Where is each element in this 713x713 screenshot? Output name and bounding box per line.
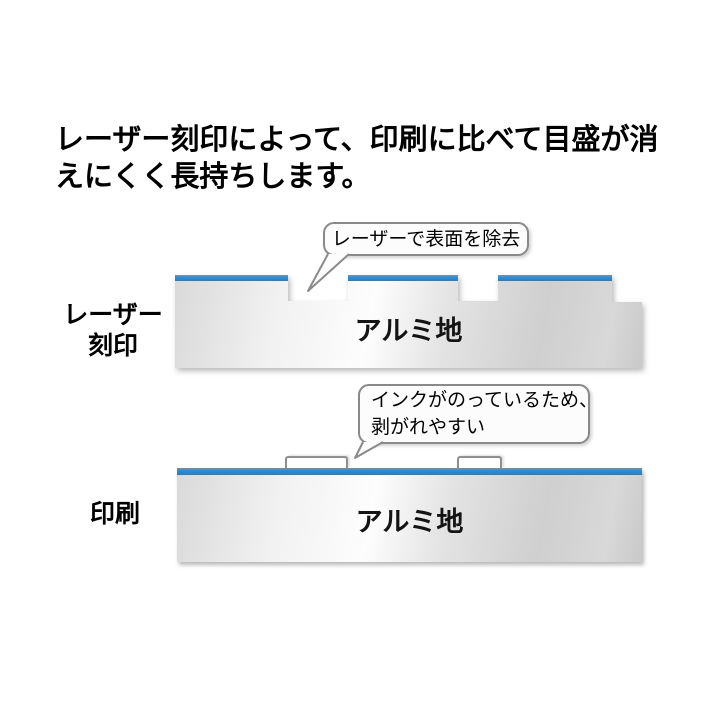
page-title: レーザー刻印によって、印刷に比べて目盛が消 えにくく長持ちします。 <box>55 122 685 196</box>
printing-label-text: 印刷 <box>89 500 140 528</box>
laser-mark-surface-3 <box>498 275 612 281</box>
ink-bump-1 <box>285 456 348 468</box>
laser-engraving-label-line-1: レーザー <box>63 301 163 329</box>
print-callout-line-1: インクがのっているため、 <box>371 390 599 411</box>
page-title-line-2: えにくく長持ちします。 <box>55 161 371 193</box>
laser-callout-tail <box>307 253 350 292</box>
laser-callout-bubble: レーザーで表面を除去 <box>323 222 529 256</box>
print-callout-bubble: インクがのっているため、 剥がれやすい <box>358 384 599 444</box>
printed-surface-strip <box>177 468 642 475</box>
printed-aluminum-block: アルミ地 <box>177 456 642 562</box>
laser-block-shape: アルミ地 <box>175 275 642 368</box>
ink-bump-2 <box>457 456 502 468</box>
laser-mark-surface-2 <box>348 275 458 281</box>
print-callout-line-2: 剥がれやすい <box>371 417 486 438</box>
laser-engraved-aluminum-block: アルミ地 <box>175 275 642 368</box>
laser-engraving-label: レーザー 刻印 <box>51 300 175 362</box>
laser-block-material-label: アルミ地 <box>354 316 463 346</box>
page-title-line-1: レーザー刻印によって、印刷に比べて目盛が消 <box>55 124 659 156</box>
laser-callout-text: レーザーで表面を除去 <box>331 228 521 250</box>
print-callout-tail <box>354 441 384 459</box>
laser-mark-surface-1 <box>175 275 288 281</box>
laser-engraving-label-line-2: 刻印 <box>87 332 138 360</box>
printed-block-material-label: アルミ地 <box>355 507 464 537</box>
printing-label: 印刷 <box>53 499 177 530</box>
